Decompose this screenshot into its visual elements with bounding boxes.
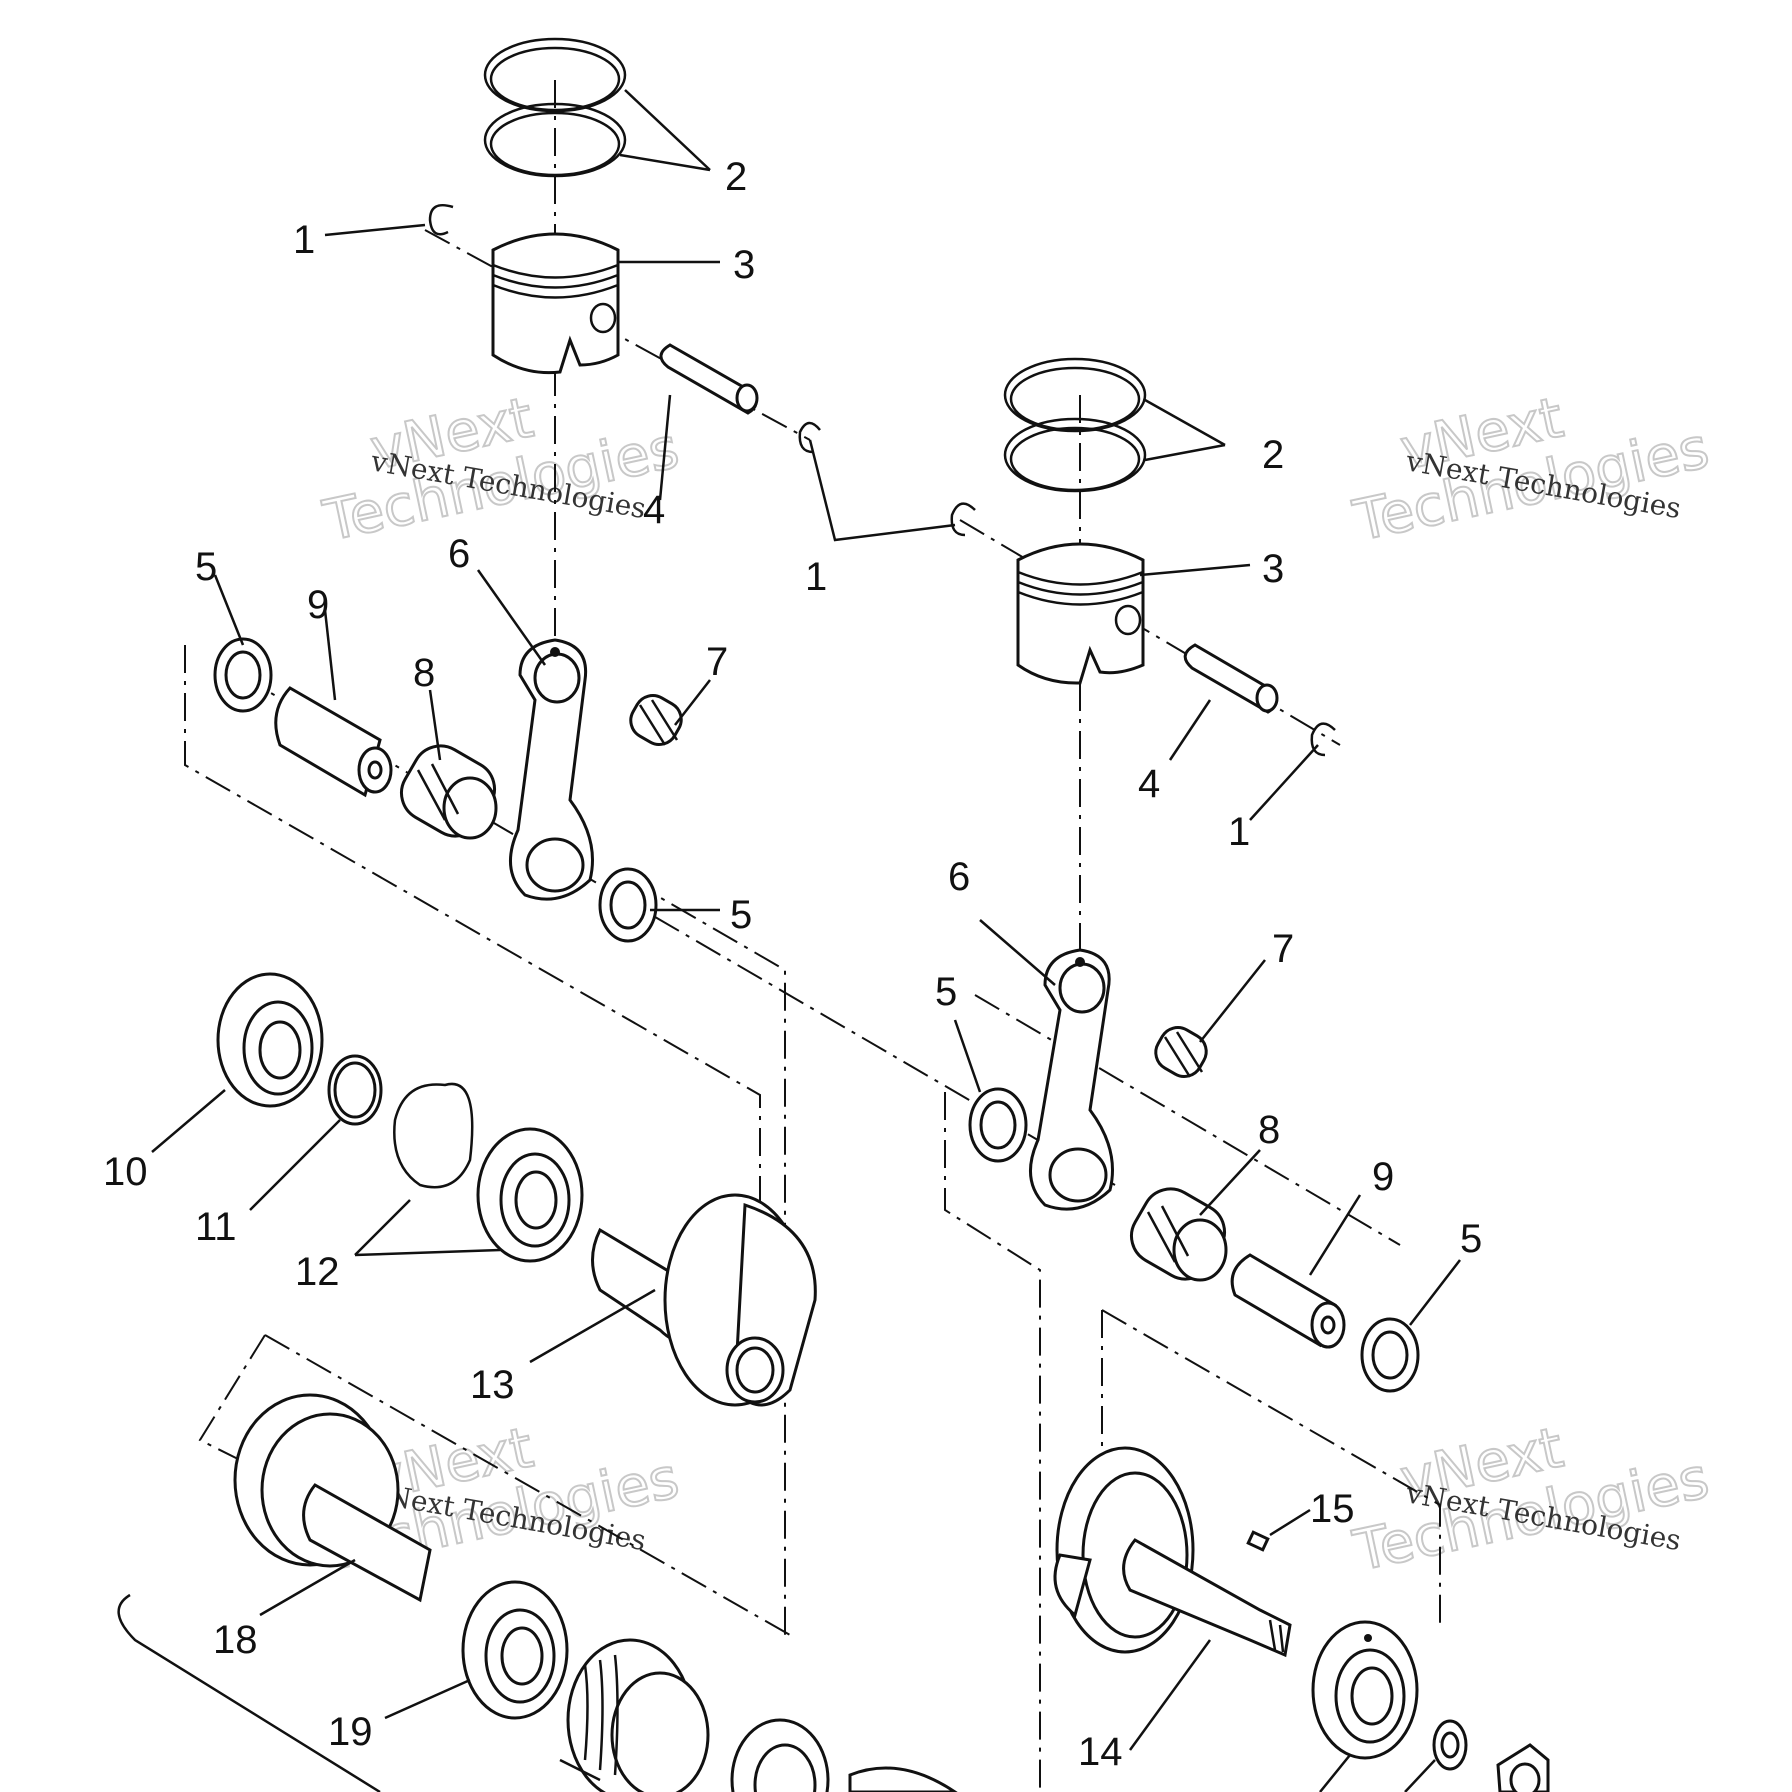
callout-1-upper-left: 1 xyxy=(293,218,315,262)
piston-rings-right xyxy=(1003,357,1147,493)
thrust-washer-left-1 xyxy=(213,637,273,713)
nut-right xyxy=(1496,1743,1550,1792)
callout-2-upper-right: 2 xyxy=(1262,433,1284,477)
callout-8-left-bearing: 8 xyxy=(413,651,435,695)
watermark-lower-right: vNext Technologies xyxy=(1347,1414,1715,1585)
callout-6-right-rod: 6 xyxy=(948,855,970,899)
assembly-line-left-d xyxy=(198,1334,266,1461)
callout-5-left-washer-2: 5 xyxy=(730,893,752,937)
piston-rings-left xyxy=(483,37,627,178)
callout-18: 18 xyxy=(213,1618,258,1662)
callout-2-upper-left: 2 xyxy=(725,155,747,199)
callout-labels: 1 2 3 4 5 9 6 8 7 5 2 1 3 4 1 6 7 5 8 9 … xyxy=(103,155,1482,1774)
callout-8-right-bearing: 8 xyxy=(1258,1108,1280,1152)
snap-ring-11 xyxy=(327,1054,383,1126)
main-bearing-12 xyxy=(476,1127,584,1263)
clip-connector xyxy=(808,439,956,542)
callout-10: 10 xyxy=(103,1150,148,1194)
big-end-bearing-right xyxy=(1130,1187,1228,1282)
callout-14: 14 xyxy=(1078,1730,1123,1774)
lower-left-outline xyxy=(117,1593,381,1792)
circlip-left-1 xyxy=(428,203,454,236)
leader-lines xyxy=(151,89,1461,1792)
crankshaft-half-13 xyxy=(591,1193,817,1407)
woodruff-key-15 xyxy=(1246,1530,1270,1552)
assembly-line-left-a xyxy=(184,645,761,1340)
circlip-right-1 xyxy=(950,502,976,537)
main-bearing-19 xyxy=(461,1580,569,1720)
crankshaft-output-18 xyxy=(233,1393,432,1603)
callout-5-left-washer: 5 xyxy=(195,545,217,589)
piston-pin-right xyxy=(1183,643,1279,714)
callout-4-right: 4 xyxy=(1138,762,1160,806)
washer-right xyxy=(1432,1719,1468,1771)
callout-9-left-pin: 9 xyxy=(307,583,329,627)
callout-3-upper-right: 3 xyxy=(1262,547,1284,591)
callout-3-upper-left: 3 xyxy=(733,243,755,287)
callout-11: 11 xyxy=(195,1205,237,1249)
main-bearing-right xyxy=(1311,1620,1419,1760)
watermark-upper-left: vNext Technologies xyxy=(317,384,685,555)
callout-7-right-small-bearing: 7 xyxy=(1272,927,1294,971)
main-bearing-10 xyxy=(216,972,324,1108)
callout-4-upper-left: 4 xyxy=(643,488,665,532)
callout-7-left-small-bearing: 7 xyxy=(706,640,728,684)
crank-axis-right xyxy=(974,994,1401,1246)
callout-5-right-washer: 5 xyxy=(935,970,957,1014)
piston-right-ring-grooves xyxy=(1017,570,1144,636)
crank-pin-left xyxy=(274,686,393,798)
callout-15: 15 xyxy=(1310,1487,1355,1531)
thrust-washer-left-2 xyxy=(598,867,658,943)
callout-13: 13 xyxy=(470,1363,515,1407)
callout-9-right-pin: 9 xyxy=(1372,1155,1394,1199)
connecting-rod-left xyxy=(508,638,594,901)
callout-12: 12 xyxy=(295,1250,340,1294)
crankshaft-half-14 xyxy=(1053,1446,1292,1658)
callout-19: 19 xyxy=(328,1710,373,1754)
piston-right xyxy=(1016,542,1145,685)
thrust-washer-right-1 xyxy=(968,1087,1028,1163)
retaining-ring-12 xyxy=(393,1082,474,1189)
big-end-bearing-left xyxy=(400,744,498,840)
connecting-rod-right xyxy=(1028,948,1114,1211)
piston-left xyxy=(491,232,620,375)
bearing-bottom-edge xyxy=(730,1718,958,1792)
small-end-bearing-right xyxy=(1154,1026,1208,1078)
watermark-upper-right: vNext Technologies xyxy=(1347,384,1715,555)
assembly-line-right-c xyxy=(1101,1309,1441,1625)
thrust-washer-right-2 xyxy=(1360,1317,1420,1393)
assembly-line-right-a xyxy=(944,1092,1041,1792)
piston-pin-left xyxy=(659,343,759,415)
crank-pin-right xyxy=(1230,1253,1346,1349)
callout-1-right: 1 xyxy=(1228,810,1250,854)
watermarks: vNext Technologies vNext Technologies vN… xyxy=(317,384,1715,1585)
seal-labyrinth xyxy=(566,1638,710,1792)
piston-left-ring-grooves xyxy=(492,263,619,334)
small-end-bearing-left xyxy=(629,694,683,746)
callout-1-center: 1 xyxy=(805,555,827,599)
callout-5-right-washer-2: 5 xyxy=(1460,1217,1482,1261)
circlip-left-2 xyxy=(798,421,821,454)
circlip-right-2 xyxy=(1310,722,1336,757)
assembly-line-left-c xyxy=(264,1334,791,1636)
callout-6-left-rod: 6 xyxy=(448,532,470,576)
